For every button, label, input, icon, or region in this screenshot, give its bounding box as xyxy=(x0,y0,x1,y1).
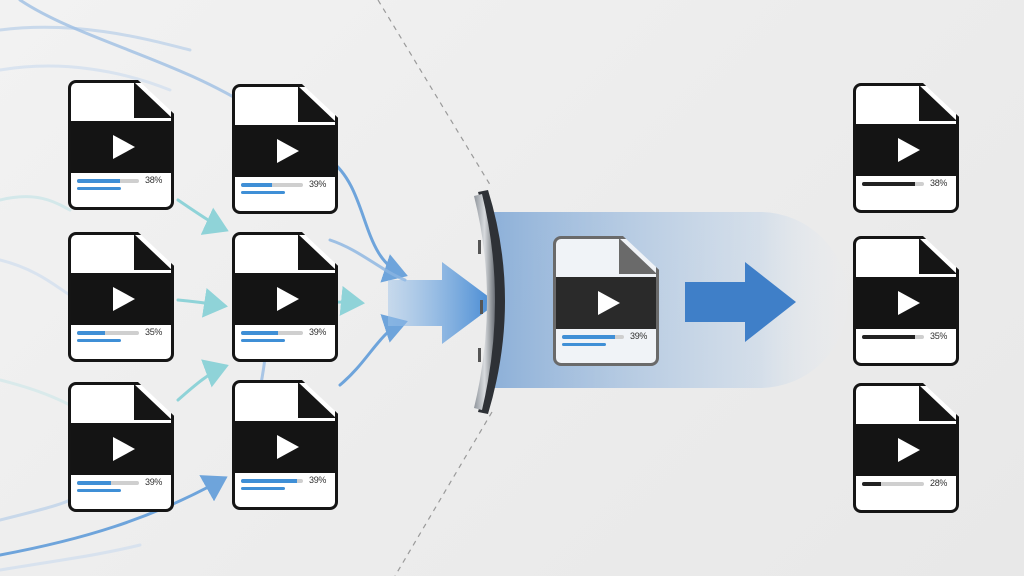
progress-bar xyxy=(862,182,924,186)
incoming-flows xyxy=(0,0,408,572)
progress-percent: 39% xyxy=(309,475,327,485)
progress-fill xyxy=(77,481,112,485)
progress-percent: 28% xyxy=(930,478,948,488)
progress-percent: 39% xyxy=(145,477,163,487)
progress-fill xyxy=(562,335,615,339)
video-band xyxy=(71,273,171,325)
progress-fill xyxy=(862,182,915,186)
play-icon xyxy=(898,438,920,462)
input-video-file-icon: 35% xyxy=(68,232,174,362)
output-video-file-icon: 28% xyxy=(853,383,959,513)
video-band xyxy=(235,125,335,177)
progress-fill xyxy=(77,331,105,335)
progress-bar xyxy=(562,335,624,339)
play-icon xyxy=(113,437,135,461)
play-icon xyxy=(898,138,920,162)
play-icon xyxy=(898,291,920,315)
progress-bar xyxy=(862,482,924,486)
progress-sub-bar xyxy=(241,339,285,342)
progress-percent: 39% xyxy=(630,331,648,341)
output-video-file-icon: 35% xyxy=(853,236,959,366)
progress-percent: 35% xyxy=(145,327,163,337)
processing-video-file-icon: 39% xyxy=(553,236,659,366)
progress-sub-bar xyxy=(77,339,121,342)
input-video-file-icon: 38% xyxy=(68,80,174,210)
video-band xyxy=(71,423,171,475)
progress-bar xyxy=(77,331,139,335)
progress-fill xyxy=(241,183,272,187)
play-icon xyxy=(277,139,299,163)
progress-bar xyxy=(241,479,303,483)
divider-line-top xyxy=(377,0,493,189)
progress-percent: 39% xyxy=(309,179,327,189)
filter-gate-icon xyxy=(474,190,505,414)
play-icon xyxy=(277,435,299,459)
progress-fill xyxy=(862,482,881,486)
progress-bar xyxy=(77,481,139,485)
video-band xyxy=(856,424,956,476)
video-band xyxy=(235,421,335,473)
progress-sub-bar xyxy=(77,489,121,492)
progress-bar xyxy=(241,331,303,335)
play-icon xyxy=(277,287,299,311)
progress-percent: 38% xyxy=(930,178,948,188)
video-band xyxy=(71,121,171,173)
progress-fill xyxy=(241,331,279,335)
progress-percent: 35% xyxy=(930,331,948,341)
input-video-file-icon: 39% xyxy=(232,380,338,510)
progress-fill xyxy=(862,335,915,339)
progress-percent: 39% xyxy=(309,327,327,337)
video-band xyxy=(856,124,956,176)
output-video-file-icon: 38% xyxy=(853,83,959,213)
input-video-file-icon: 39% xyxy=(232,84,338,214)
progress-bar xyxy=(241,183,303,187)
play-icon xyxy=(598,291,620,315)
progress-bar xyxy=(77,179,139,183)
progress-percent: 38% xyxy=(145,175,163,185)
progress-fill xyxy=(77,179,121,183)
progress-sub-bar xyxy=(562,343,606,346)
input-arrow-icon xyxy=(388,262,497,344)
progress-sub-bar xyxy=(241,487,285,490)
progress-sub-bar xyxy=(77,187,121,190)
progress-sub-bar xyxy=(241,191,285,194)
divider-line-bottom xyxy=(394,411,493,576)
progress-bar xyxy=(862,335,924,339)
progress-fill xyxy=(241,479,297,483)
input-video-file-icon: 39% xyxy=(232,232,338,362)
video-band xyxy=(235,273,335,325)
play-icon xyxy=(113,287,135,311)
arrow-right-icon xyxy=(685,262,796,342)
input-video-file-icon: 39% xyxy=(68,382,174,512)
play-icon xyxy=(113,135,135,159)
video-band xyxy=(856,277,956,329)
video-band xyxy=(556,277,656,329)
processing-beam xyxy=(492,212,848,388)
